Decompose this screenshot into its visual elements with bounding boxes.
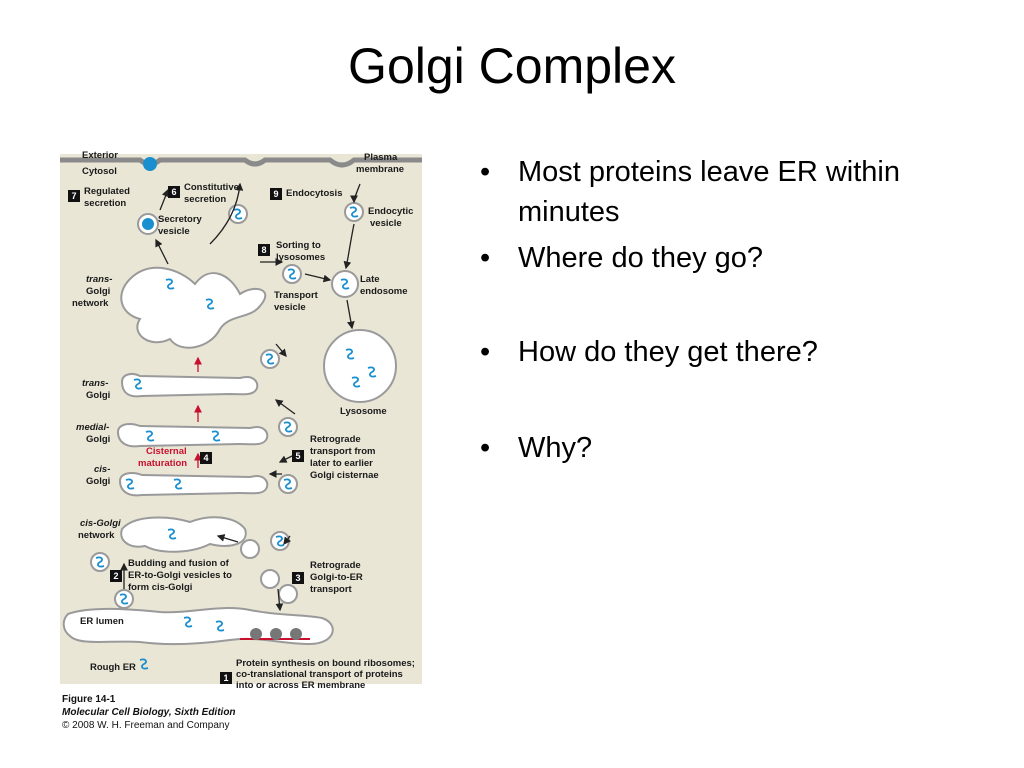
label-secretion: secretion	[84, 198, 127, 209]
rough-er-shape	[62, 607, 334, 646]
ribosome-icon	[270, 628, 282, 640]
label-membrane: membrane	[356, 164, 405, 175]
label-endocytosis: Endocytosis	[286, 188, 343, 199]
step-number-4: 4	[200, 452, 212, 464]
label-retrograde: Retrograde	[310, 434, 361, 445]
lysosome-icon	[323, 329, 397, 403]
vesicle-icon	[278, 584, 298, 604]
label-cis: cis-	[94, 464, 111, 475]
golgi-diagram	[60, 154, 422, 684]
trans-golgi-network-shape	[120, 266, 267, 349]
label-sorting: Sorting to	[276, 240, 321, 251]
vesicle-icon	[260, 569, 280, 589]
label-secretion: secretion	[184, 194, 227, 205]
bullet-item: Why?	[476, 428, 996, 468]
label-cytosol: Cytosol	[82, 166, 117, 177]
cis-golgi-cisterna	[118, 472, 269, 497]
label-transport: transport	[310, 584, 352, 595]
label-golgi-cisternae: Golgi cisternae	[310, 470, 379, 481]
ribosome-icon	[290, 628, 302, 640]
label-er-to-golgi: ER-to-Golgi vesicles to	[128, 570, 232, 581]
label-network: network	[72, 298, 109, 309]
label-maturation: maturation	[138, 458, 188, 469]
label-golgi: Golgi	[86, 286, 111, 297]
label-regulated: Regulated	[84, 186, 130, 197]
label-lysosomes: lysosomes	[276, 252, 326, 263]
label-lysosome: Lysosome	[340, 406, 387, 417]
medial-golgi-cisterna	[116, 423, 269, 448]
caption-copyright: © 2008 W. H. Freeman and Company	[62, 720, 230, 731]
label-medial: medial-	[76, 422, 110, 433]
step-number-3: 3	[292, 572, 304, 584]
caption-book-title: Molecular Cell Biology, Sixth Edition	[62, 707, 236, 718]
caption-figure-number: Figure 14-1	[62, 694, 116, 705]
label-plasma: Plasma	[364, 152, 398, 163]
label-golgi: Golgi	[86, 434, 111, 445]
label-secretory: Secretory	[158, 214, 202, 225]
figure-caption: Figure 14-1 Molecular Cell Biology, Sixt…	[62, 693, 236, 732]
label-golgi: Golgi	[86, 476, 111, 487]
step-number-2: 2	[110, 570, 122, 582]
label-retrograde: Retrograde	[310, 560, 361, 571]
label-vesicle: vesicle	[158, 226, 190, 237]
label-golgi-to-er: Golgi-to-ER	[310, 572, 363, 583]
step-number-7: 7	[68, 190, 80, 202]
label-vesicle: vesicle	[274, 302, 306, 313]
step-number-9: 9	[270, 188, 282, 200]
label-cotranslational: co-translational transport of proteins	[236, 669, 403, 680]
step-number-5: 5	[292, 450, 304, 462]
cis-golgi-network-shape	[120, 516, 247, 553]
label-trans: trans-	[82, 378, 109, 389]
bullet-item: How do they get there?	[476, 332, 996, 372]
label-cis-golgi: cis-Golgi	[80, 518, 121, 529]
slide-title: Golgi Complex	[348, 38, 676, 94]
bullet-item: Where do they go?	[476, 238, 996, 278]
step-number-1: 1	[220, 672, 232, 684]
secreted-granule	[143, 157, 157, 171]
label-er-lumen: ER lumen	[80, 616, 124, 627]
figure-background	[60, 154, 422, 684]
flow-arrows	[120, 182, 361, 612]
step-number-6: 6	[168, 186, 180, 198]
label-cisternal: Cisternal	[146, 446, 187, 457]
vesicle-icon	[240, 539, 260, 559]
golgi-figure: Exterior Cytosol Plasma membrane 7 Regul…	[60, 144, 422, 691]
label-vesicle: vesicle	[370, 218, 402, 229]
secretory-granule	[142, 218, 154, 230]
label-transport: Transport	[274, 290, 318, 301]
label-constitutive: Constitutive	[184, 182, 239, 193]
label-endocytic: Endocytic	[368, 206, 414, 217]
label-late: Late	[360, 274, 380, 285]
label-golgi: Golgi	[86, 390, 111, 401]
trans-golgi-cisterna	[120, 373, 259, 398]
label-trans: trans-	[86, 274, 113, 285]
label-exterior: Exterior	[82, 150, 118, 161]
label-endosome: endosome	[360, 286, 408, 297]
label-transport-from: transport from	[310, 446, 376, 457]
step-number-8: 8	[258, 244, 270, 256]
label-protein-synthesis: Protein synthesis on bound ribosomes;	[236, 658, 415, 669]
label-form-cis-golgi: form cis-Golgi	[128, 582, 193, 593]
label-later-to-earlier: later to earlier	[310, 458, 373, 469]
label-network: network	[78, 530, 115, 541]
label-er-membrane: into or across ER membrane	[236, 680, 366, 691]
bullet-item: Most proteins leave ER within minutes	[476, 152, 996, 232]
ribosome-icon	[250, 628, 262, 640]
label-rough-er: Rough ER	[90, 662, 136, 673]
label-budding: Budding and fusion of	[128, 558, 229, 569]
bullet-list: Most proteins leave ER within minutes Wh…	[476, 152, 996, 468]
